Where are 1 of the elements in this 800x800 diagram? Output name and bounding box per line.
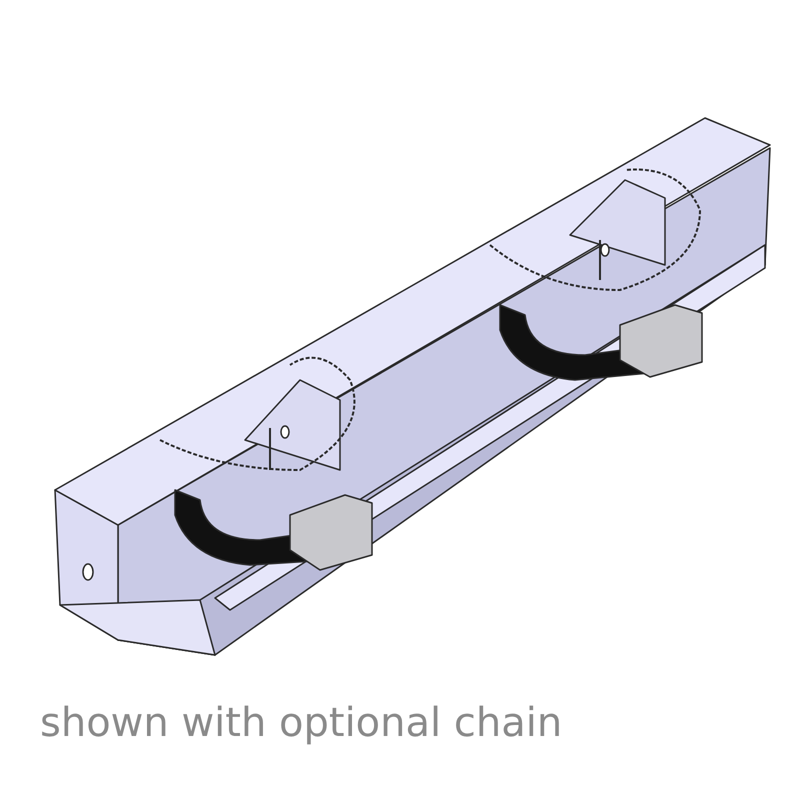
caption: shown with optional chain bbox=[40, 700, 562, 746]
